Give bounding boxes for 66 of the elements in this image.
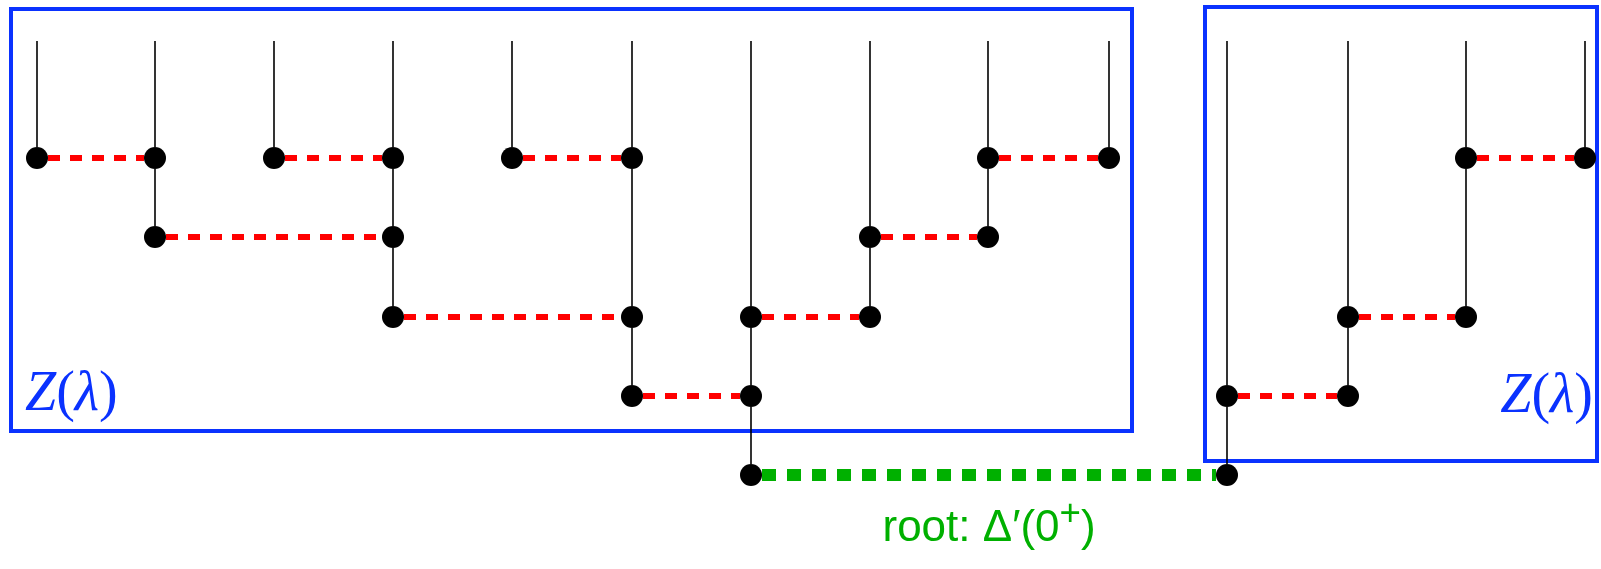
tree-line [392,168,394,227]
dashed-connector [523,155,621,161]
node-dot [621,385,643,407]
tree-line [631,327,633,386]
node-dot [859,306,881,328]
tree-line [1347,327,1349,386]
node-dot [859,226,881,248]
tree-line [987,40,989,148]
tree-line [154,168,156,227]
node-dot [26,147,48,169]
node-dot [1574,147,1596,169]
node-dot [1337,385,1359,407]
edge-label: root: Δ′(0$^{+}$) [882,495,1096,548]
node-dot [1455,306,1477,328]
tree-line [392,40,394,148]
node-dot [1216,385,1238,407]
dashed-connector [1359,314,1455,320]
node-dot [1337,306,1359,328]
tree-line [750,327,752,386]
node-dot [501,147,523,169]
node-dot [1216,464,1238,486]
dashed-connector [48,155,144,161]
tree-line [1108,40,1110,148]
dashed-connector [999,155,1098,161]
dashed-connector [1238,393,1337,399]
tree-line [987,168,989,227]
node-dot [382,306,404,328]
node-dot [144,147,166,169]
tree-line [631,40,633,148]
tree-line [1584,40,1586,148]
dashed-connector [1477,155,1574,161]
tree-line [1465,168,1467,307]
tree-line [869,40,871,227]
tree-line [750,406,752,465]
node-dot [740,385,762,407]
node-dot [382,147,404,169]
node-dot [1455,147,1477,169]
tree-line [1226,40,1228,386]
dashed-connector [285,155,382,161]
tree-line [511,40,513,148]
tree-line [392,247,394,307]
tree-line [36,40,38,148]
tree-line [273,40,275,148]
node-dot [977,147,999,169]
node-dot [621,306,643,328]
node-dot [144,226,166,248]
node-dot [382,226,404,248]
node-dot [977,226,999,248]
tree-line [1226,406,1228,465]
node-dot [621,147,643,169]
dashed-connector [643,393,740,399]
dashed-connector [881,234,977,240]
tree-line [750,40,752,307]
group-frame [1203,5,1599,463]
dashed-connector [762,469,1216,481]
tree-line [1465,40,1467,148]
node-dot [1098,147,1120,169]
node-dot [740,306,762,328]
tree-line [154,40,156,148]
tree-line [869,247,871,307]
tree-line [1347,40,1349,307]
tree-line [631,168,633,307]
group-frame [9,7,1134,433]
dashed-connector [762,314,859,320]
node-dot [263,147,285,169]
node-dot [740,464,762,486]
